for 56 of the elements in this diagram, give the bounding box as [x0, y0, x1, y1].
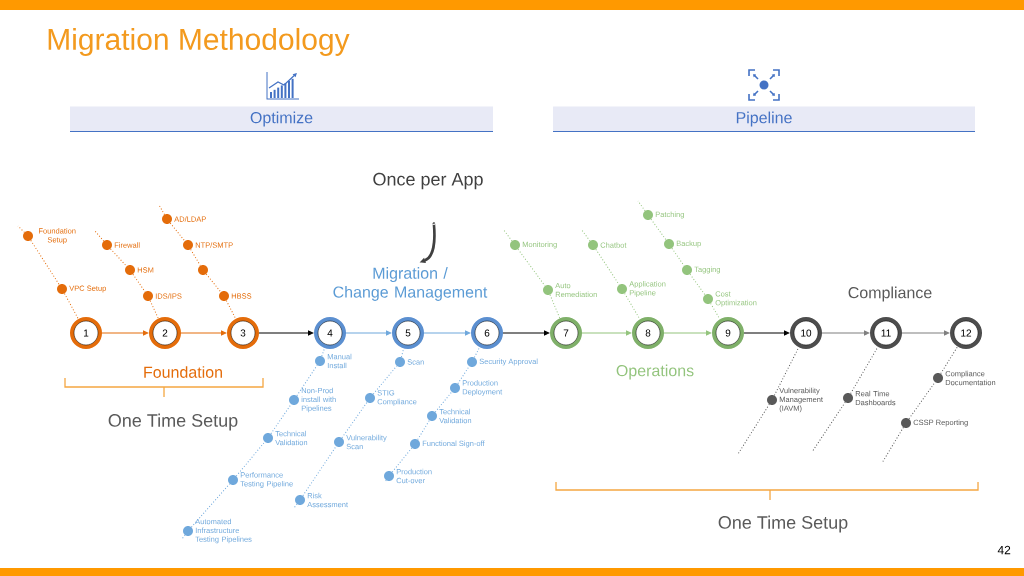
branch-line	[110, 248, 127, 267]
branch-line	[391, 447, 413, 473]
branch-line	[850, 346, 879, 394]
branch-line	[434, 391, 453, 413]
branch-line	[341, 401, 368, 439]
branch-line	[549, 294, 561, 319]
branch-line	[908, 381, 936, 420]
arrow	[258, 330, 314, 336]
phase-label: Foundation	[144, 366, 222, 378]
header-band: Optimize	[69, 106, 494, 133]
branch-line	[205, 273, 222, 293]
arrow	[663, 330, 712, 336]
phase-label: Operations	[616, 364, 694, 380]
arrow	[581, 330, 632, 336]
heading: Once per App	[373, 172, 483, 190]
arrow	[502, 330, 550, 336]
arrow	[423, 330, 471, 336]
branch-line	[64, 293, 79, 320]
bullet-point	[198, 265, 208, 275]
branch-line	[302, 445, 337, 497]
arrow	[901, 330, 950, 336]
arrow	[821, 330, 870, 336]
branch-line	[30, 239, 60, 286]
branch-line	[321, 347, 326, 357]
branch-line	[296, 364, 318, 397]
phase-label: Compliance	[848, 286, 932, 302]
branch-line	[624, 293, 641, 320]
branch-line	[372, 365, 398, 395]
arrow	[345, 330, 392, 336]
branch-line	[595, 248, 620, 286]
branch-line	[517, 248, 546, 287]
branch-line	[235, 441, 266, 477]
arrow	[743, 330, 790, 336]
branch-line	[270, 403, 292, 435]
arrow	[180, 330, 227, 336]
branch-line	[169, 222, 186, 242]
branch-line	[149, 300, 159, 319]
header-band: Pipeline	[552, 106, 976, 133]
page-number: 42	[997, 545, 1011, 555]
branch-line	[473, 346, 481, 358]
branch-line	[710, 303, 721, 320]
phase-label: One Time Setup	[108, 413, 238, 431]
branch-line	[940, 346, 959, 375]
branch-line	[457, 365, 470, 385]
branch-line	[671, 247, 685, 267]
phase-label: One Time Setup	[718, 515, 848, 533]
branch-line	[773, 346, 800, 396]
branch-line	[132, 273, 146, 293]
arrow	[101, 330, 149, 336]
branch-line	[225, 300, 237, 320]
title: Migration Methodology	[48, 28, 350, 56]
branch-line	[190, 483, 231, 528]
branch-line	[650, 218, 667, 241]
branch-line	[400, 347, 405, 358]
phase-heading: Migration / Change Management	[333, 267, 488, 301]
branch-line	[689, 273, 706, 296]
